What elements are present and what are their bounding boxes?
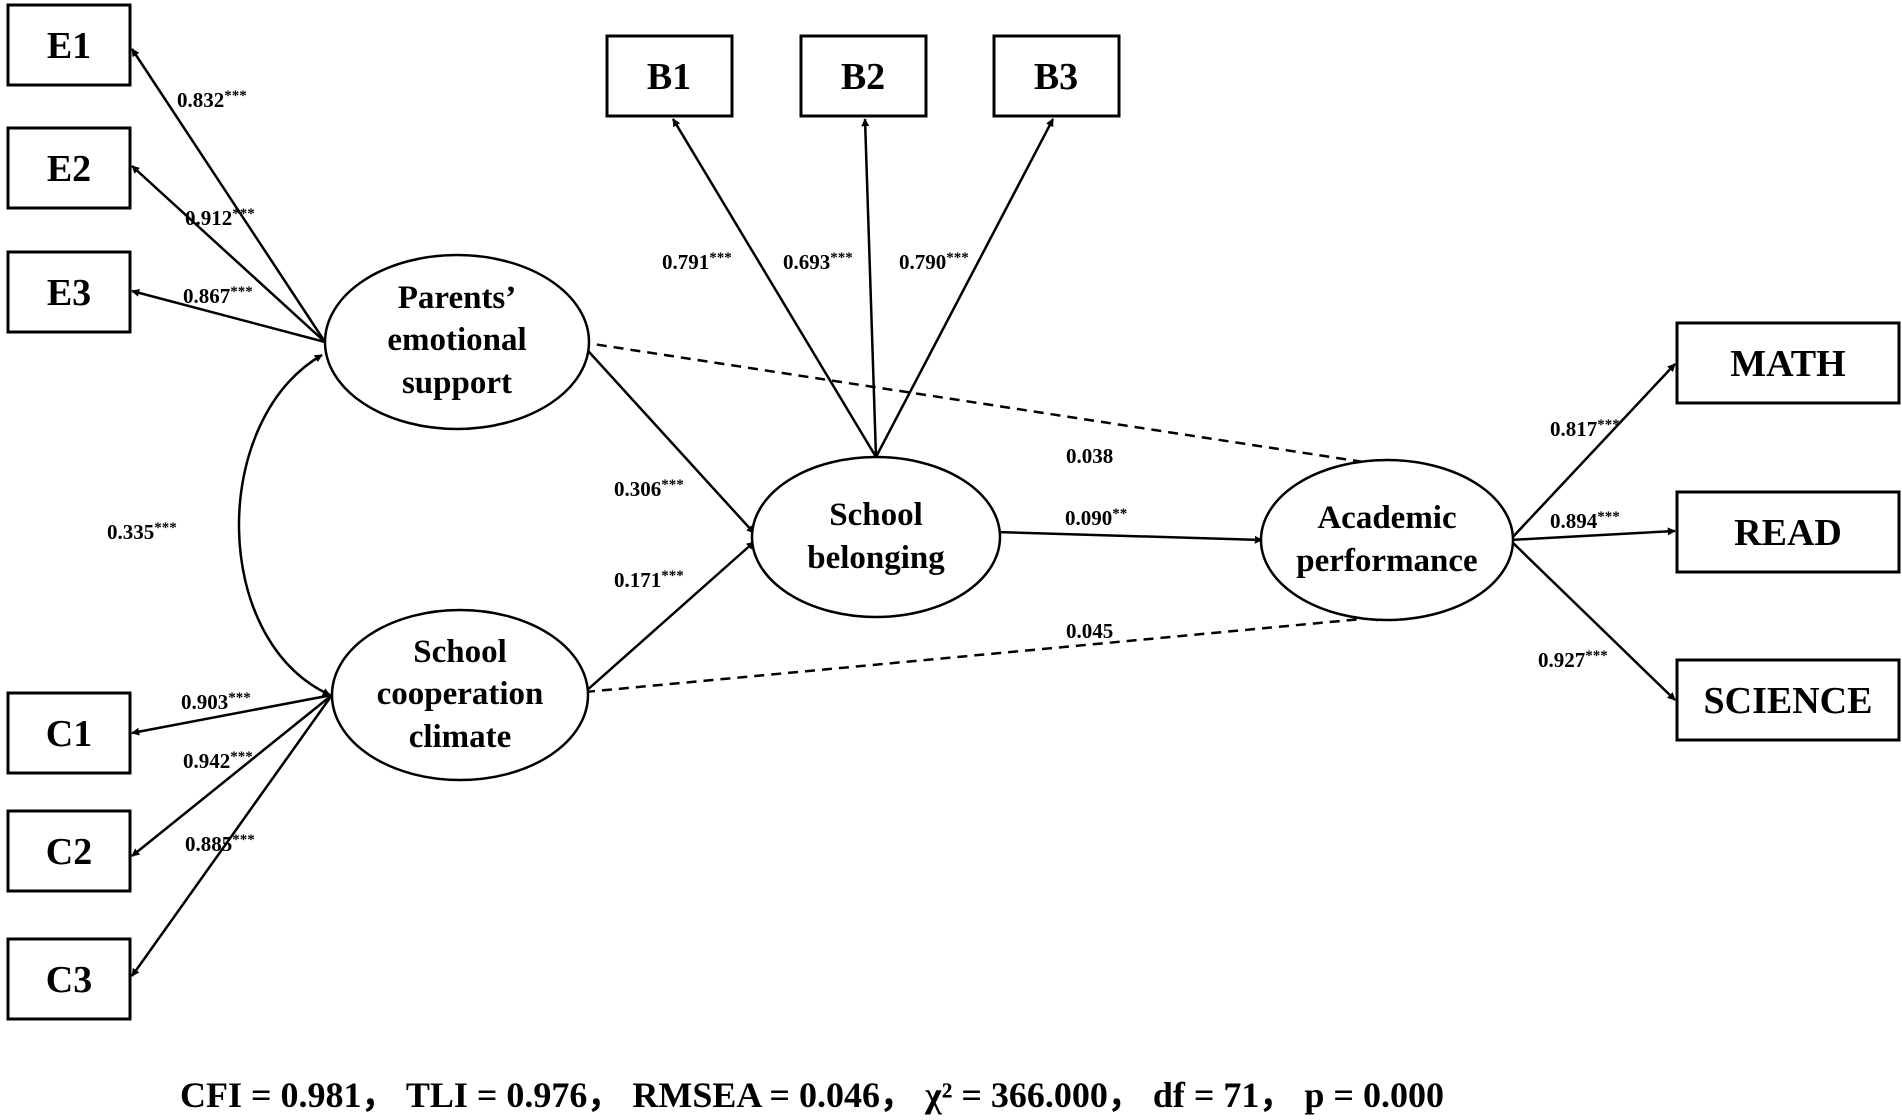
loading-arrow-SCIENCE <box>1509 539 1676 701</box>
loading-label-SCIENCE: 0.927*** <box>1538 648 1608 672</box>
path-label-parents-to-academic: 0.038 <box>1066 444 1113 468</box>
indicator-box-C1: C1 <box>6 691 132 775</box>
indicator-box-READ: READ <box>1675 490 1901 574</box>
svg-text:C3: C3 <box>46 959 92 1001</box>
svg-text:READ: READ <box>1734 512 1842 554</box>
loading-arrow-B2 <box>861 118 878 458</box>
indicator-box-B2: B2 <box>799 34 928 118</box>
svg-text:E2: E2 <box>47 148 91 190</box>
loading-label-E3: 0.867*** <box>183 284 253 308</box>
latent-academic-performance: Academic performance <box>1259 458 1515 622</box>
indicator-box-MATH: MATH <box>1675 321 1901 405</box>
svg-text:C2: C2 <box>46 831 92 873</box>
path-coop-to-academic <box>584 613 1384 694</box>
svg-text:support: support <box>402 365 512 401</box>
svg-text:Academic: Academic <box>1317 500 1456 536</box>
loading-arrow-E1 <box>130 48 327 343</box>
loading-arrow-B1 <box>671 118 878 458</box>
indicator-box-B1: B1 <box>605 34 734 118</box>
loading-arrow-E2 <box>131 165 326 343</box>
fit-indices: CFI = 0.981， TLI = 0.976， RMSEA = 0.046，… <box>180 1075 1444 1115</box>
loading-label-C2: 0.942*** <box>183 749 253 773</box>
svg-text:School: School <box>413 634 507 670</box>
svg-text:cooperation: cooperation <box>377 676 544 712</box>
loading-label-C3: 0.885*** <box>185 832 255 856</box>
path-parents-to-academic <box>579 340 1384 468</box>
svg-text:C1: C1 <box>46 713 92 755</box>
path-label-parents-to-belonging: 0.306*** <box>614 477 684 501</box>
loading-arrow-MATH <box>1509 363 1676 541</box>
loading-label-B2: 0.693*** <box>783 250 853 274</box>
svg-text:MATH: MATH <box>1730 343 1845 385</box>
loading-label-E1: 0.832*** <box>177 88 247 112</box>
path-belonging-to-academic <box>995 530 1263 544</box>
svg-text:emotional: emotional <box>387 322 526 358</box>
svg-text:B1: B1 <box>647 56 691 98</box>
loading-label-MATH: 0.817*** <box>1550 417 1620 441</box>
svg-text:belonging: belonging <box>807 540 945 576</box>
indicator-box-B3: B3 <box>992 34 1121 118</box>
svg-text:SCIENCE: SCIENCE <box>1704 680 1873 722</box>
loading-arrow-C2 <box>131 694 333 857</box>
indicator-box-E2: E2 <box>6 126 132 210</box>
indicator-box-C3: C3 <box>6 937 132 1021</box>
latent-school-cooperation-climate: School cooperation climate <box>330 608 590 782</box>
correlation-arc <box>237 353 331 697</box>
path-label-coop-to-belonging: 0.171*** <box>614 568 684 592</box>
loading-label-READ: 0.894*** <box>1550 509 1620 533</box>
path-parents-to-belonging <box>579 341 755 534</box>
svg-text:performance: performance <box>1296 543 1477 579</box>
loading-label-E2: 0.912*** <box>185 206 255 230</box>
path-label-coop-to-academic: 0.045 <box>1066 619 1113 643</box>
svg-text:Parents’: Parents’ <box>398 280 517 316</box>
path-coop-to-belonging <box>584 541 755 693</box>
loading-label-C1: 0.903*** <box>181 690 251 714</box>
loading-arrow-READ <box>1509 527 1676 542</box>
indicator-box-E3: E3 <box>6 250 132 334</box>
svg-text:climate: climate <box>409 719 512 755</box>
loading-arrow-B3 <box>874 118 1055 458</box>
indicator-box-C2: C2 <box>6 809 132 893</box>
loading-arrow-C3 <box>130 694 334 977</box>
svg-text:School: School <box>829 497 923 533</box>
loading-arrow-C1 <box>131 693 333 736</box>
loading-label-B3: 0.790*** <box>899 250 969 274</box>
svg-text:B2: B2 <box>841 56 885 98</box>
svg-text:E1: E1 <box>47 25 91 67</box>
path-label-belonging-to-academic: 0.090** <box>1065 506 1127 530</box>
latent-parents-emotional-support: Parents’ emotional support <box>323 253 591 431</box>
svg-text:B3: B3 <box>1034 56 1078 98</box>
indicator-box-E1: E1 <box>6 3 132 87</box>
loading-arrow-E3 <box>131 288 326 344</box>
indicator-box-SCIENCE: SCIENCE <box>1675 658 1901 742</box>
correlation-label: 0.335*** <box>107 520 177 544</box>
svg-text:E3: E3 <box>47 272 91 314</box>
latent-school-belonging: School belonging <box>750 455 1002 619</box>
loading-label-B1: 0.791*** <box>662 250 732 274</box>
